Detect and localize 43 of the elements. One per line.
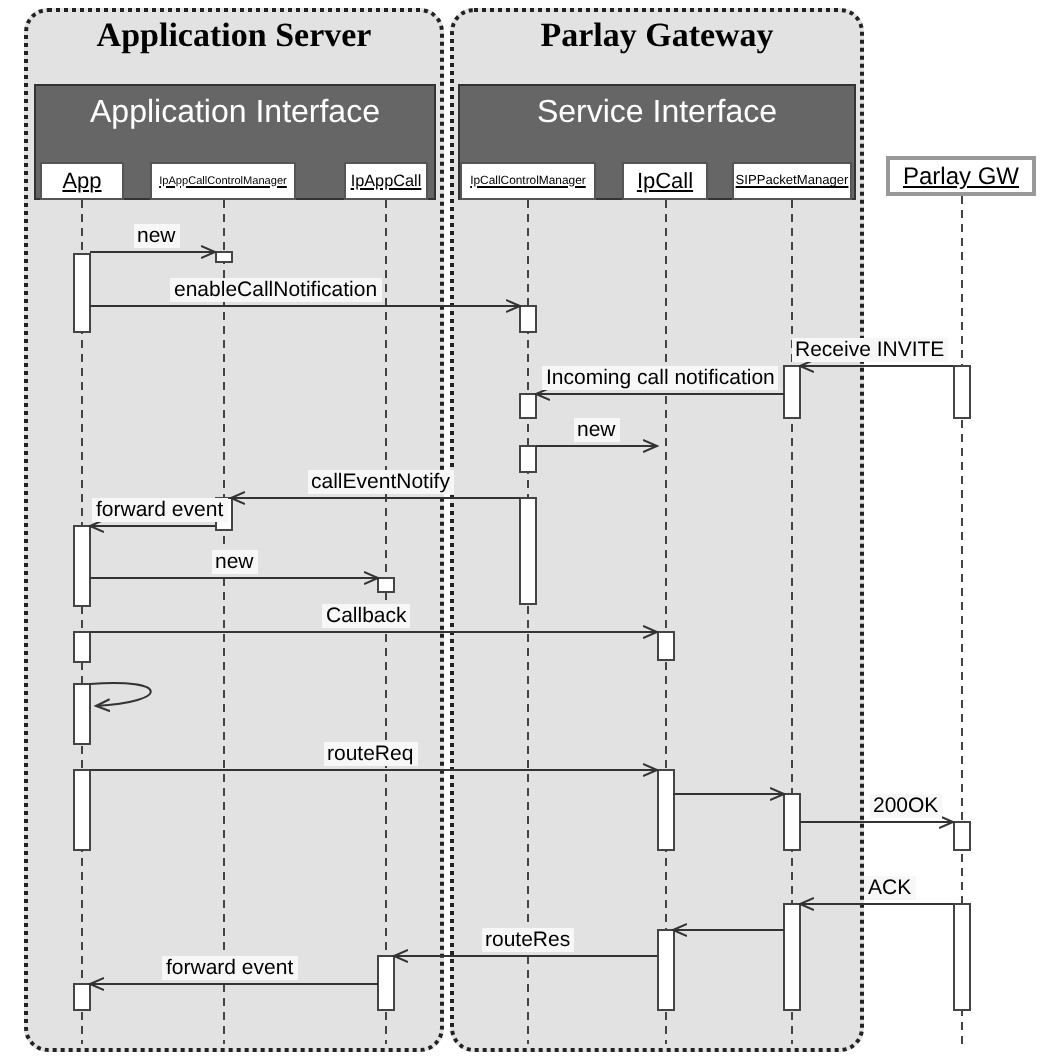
- lifeline: [72, 200, 92, 1044]
- message-arrow: [89, 977, 379, 991]
- message-label: callEventNotify: [307, 470, 454, 494]
- message-arrow: [89, 299, 521, 313]
- participant-box: IpCall: [622, 162, 708, 200]
- participant-box: IpAppCall: [344, 162, 428, 200]
- message-arrow: [89, 682, 152, 712]
- message-label: routeReq: [323, 742, 418, 766]
- message-label: ACK: [864, 876, 916, 900]
- message-label: Receive INVITE: [791, 338, 949, 362]
- interface-title: Service Interface: [534, 96, 780, 132]
- message-arrow: [799, 815, 954, 829]
- panel-title: Application Server: [94, 16, 374, 56]
- message-label: 200OK: [869, 794, 943, 818]
- participant-box: App: [40, 162, 124, 200]
- message-arrow: [89, 625, 658, 639]
- message-arrow: [672, 923, 785, 937]
- message-label: forward event: [162, 956, 298, 980]
- panel-title: Parlay Gateway: [538, 16, 776, 56]
- message-arrow: [89, 763, 658, 777]
- message-label: forward event: [92, 498, 228, 522]
- message-label: enableCallNotification: [170, 278, 382, 302]
- interface-bar: [458, 84, 856, 200]
- message-label: new: [211, 550, 258, 574]
- lifeline: [951, 196, 971, 1044]
- message-arrow: [535, 387, 785, 401]
- message-arrow: [799, 359, 954, 373]
- message-label: new: [573, 418, 620, 442]
- message-arrow: [89, 571, 379, 585]
- message-arrow: [672, 787, 785, 801]
- message-arrow: [393, 949, 658, 963]
- message-arrow: [89, 519, 216, 533]
- message-label: Incoming call notification: [542, 366, 779, 390]
- message-label: Callback: [322, 604, 411, 628]
- message-arrow: [89, 245, 216, 259]
- message-arrow: [799, 897, 954, 911]
- message-label: routeRes: [481, 928, 575, 952]
- interface-title: Application Interface: [88, 96, 382, 132]
- message-label: new: [133, 224, 180, 248]
- interface-bar: [34, 84, 436, 200]
- message-arrow: [535, 439, 658, 453]
- message-arrow: [230, 491, 521, 505]
- participant-box: Parlay GW: [886, 156, 1036, 196]
